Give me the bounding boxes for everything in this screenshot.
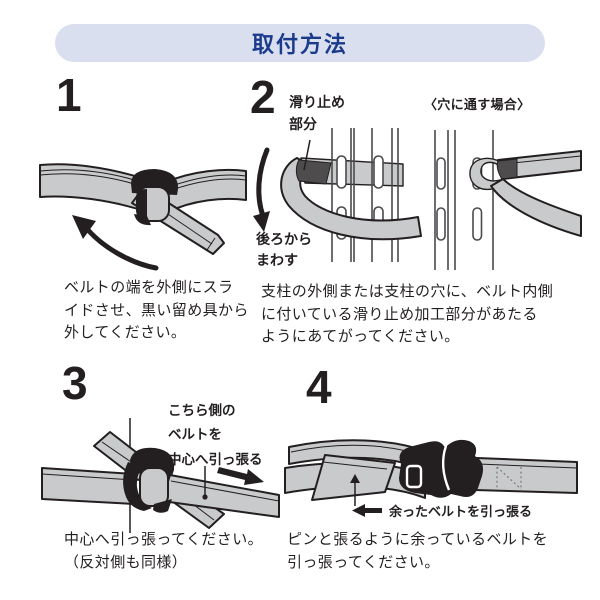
post-slot (472, 207, 483, 241)
nonslip-leader-line (303, 139, 311, 171)
step-3-caption: 中心へ引っ張ってください。 （反対側も同様） (64, 531, 264, 571)
post-right (434, 130, 494, 270)
step-1-caption: ベルトの端を外側にスラ イドさせ、黒い留め具から 外してください。 (64, 279, 249, 341)
belt-right (165, 168, 247, 213)
post-slot (336, 155, 347, 189)
clasp-body (139, 467, 169, 507)
step-3-number: 3 (62, 357, 88, 409)
buckle-seam (441, 445, 451, 491)
nonslip-patch (496, 158, 518, 180)
left-arrow-icon (352, 504, 382, 517)
step-1-illustration (39, 163, 247, 271)
belt-sweep-right (490, 178, 582, 237)
slide-curved-arrow-icon (85, 227, 159, 271)
post-slot (436, 157, 446, 190)
belt-left (41, 467, 135, 505)
step-2-number: 2 (250, 71, 276, 123)
post-slot (436, 207, 446, 241)
step-2-illustration (253, 128, 582, 270)
step-4-illustration (284, 439, 578, 506)
belt-wrap (280, 157, 422, 241)
clasp-side (123, 462, 152, 511)
step-4-caption: ピンと張るように余っているベルトを 引っ張ってください。 (287, 531, 549, 571)
pull-excess-callout: 余ったベルトを引っ張る (352, 501, 532, 520)
header-title-badge: 取付方法 (55, 24, 545, 62)
page-title: 取付方法 (251, 32, 348, 57)
wrap-behind-label: 後ろから まわす (256, 231, 312, 268)
step-3-illustration (41, 418, 280, 533)
pull-excess-label: 余ったベルトを引っ張る (389, 504, 533, 519)
step-1-number: 1 (56, 69, 82, 121)
post-left (331, 128, 399, 262)
nonslip-label: 滑り止め 部分 (289, 94, 345, 132)
post-slot (373, 155, 384, 189)
pull-arrow-icon (217, 467, 264, 485)
wrap-direction-arrow-icon (256, 147, 270, 219)
stitch-n-mark (496, 466, 522, 490)
step-4-number: 4 (306, 361, 332, 413)
belt-right (474, 457, 578, 494)
nonslip-patch (295, 159, 332, 185)
hole-case-label: 〈穴に通す場合〉 (424, 97, 531, 112)
buckle (399, 439, 483, 498)
pull-center-label: こちら側の ベルトを 中心へ引っ張る (168, 403, 263, 467)
buckle-slot (405, 464, 423, 489)
step-2-caption: 支柱の外側または支柱の穴に、ベルト内側 に付いている滑り止め加工部分があたる よ… (261, 283, 554, 345)
